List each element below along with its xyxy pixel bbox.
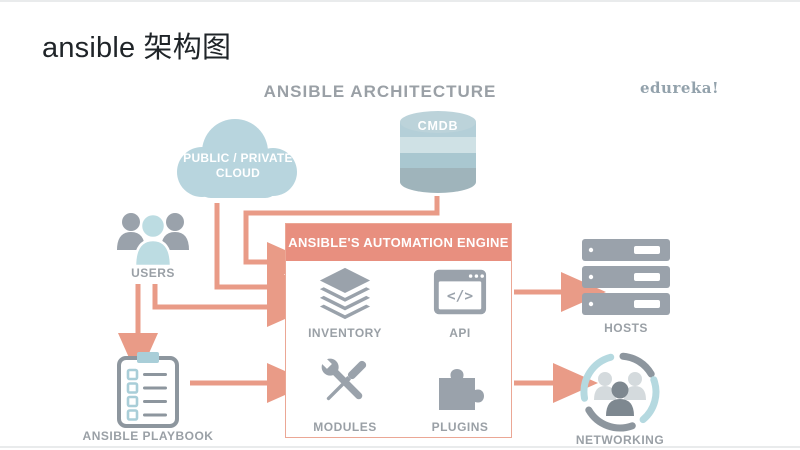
plugins-icon [439,369,484,410]
hosts-icon [582,239,670,315]
cmdb-database-icon [400,111,476,193]
modules-label: MODULES [313,420,377,434]
cmdb-label: CMDB [417,119,459,133]
bottom-divider [0,446,800,448]
plugins-label: PLUGINS [431,420,489,434]
page-title: ansible 架构图 [42,32,232,64]
automation-engine-box: ANSIBLE'S AUTOMATION ENGINE [285,223,512,438]
ansible-playbook-label: ANSIBLE PLAYBOOK [82,429,214,443]
inventory-label: INVENTORY [308,326,382,340]
users-icon [117,212,189,268]
public-private-cloud-icon [177,119,297,198]
automation-engine-title: ANSIBLE'S AUTOMATION ENGINE [286,224,511,261]
inventory-icon [319,267,371,320]
top-divider [0,0,800,2]
users-label: USERS [131,266,175,280]
networking-label: NETWORKING [575,433,665,447]
diagram-title: ANSIBLE ARCHITECTURE [263,82,497,101]
api-label: API [449,326,471,340]
networking-icon [580,352,660,432]
api-code-glyph: </> [447,289,473,305]
arrow-users-to-engine [152,284,312,327]
arrow-cmdb-to-engine [243,196,440,282]
ansible-playbook-icon [117,352,179,428]
cloud-label: PUBLIC / PRIVATE CLOUD [183,151,293,180]
edureka-logo: edureka! [640,79,720,97]
modules-icon [319,356,367,401]
api-icon: </> [433,269,487,315]
arrow-cloud-to-engine [214,203,312,307]
hosts-label: HOSTS [604,321,648,335]
